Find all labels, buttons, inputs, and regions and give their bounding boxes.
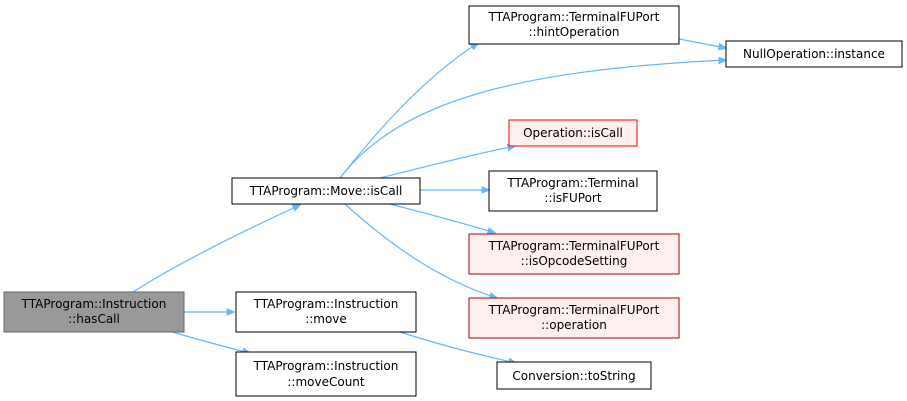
node-label-line-2: ::operation	[541, 318, 607, 332]
node-label-line-2: ::isFUPort	[544, 191, 601, 205]
node-label: Operation::isCall	[523, 126, 623, 140]
edge-iscall-to-null-instance	[339, 60, 726, 179]
edge-iscall-to-hint-operation	[339, 43, 478, 179]
node-label-line-1: TTAProgram::TerminalFUPort	[488, 239, 660, 253]
edge-iscall-to-is-opcode-setting	[389, 203, 495, 233]
edge-iscall-to-op-iscall	[379, 146, 515, 179]
node-conversion-tostring[interactable]: Conversion::toString	[496, 361, 652, 390]
edge-instr-move-to-to-string	[399, 331, 516, 363]
edge-hint-operation-to-null-instance	[678, 38, 726, 48]
node-operation-iscall[interactable]: Operation::isCall	[508, 119, 638, 147]
node-terminalfuport-operation[interactable]: TTAProgram::TerminalFUPort ::operation	[468, 297, 680, 339]
node-label-line-1: TTAProgram::Instruction	[253, 359, 399, 373]
node-terminal-isfuport[interactable]: TTAProgram::Terminal ::isFUPort	[488, 170, 658, 212]
node-move-iscall[interactable]: TTAProgram::Move::isCall	[231, 177, 421, 205]
node-terminalfuport-hintoperation[interactable]: TTAProgram::TerminalFUPort ::hintOperati…	[468, 5, 680, 45]
node-label: TTAProgram::Move::isCall	[249, 184, 403, 198]
node-label-line-1: TTAProgram::Instruction	[253, 297, 399, 311]
node-instruction-move[interactable]: TTAProgram::Instruction ::move	[235, 291, 417, 333]
node-label-line-1: TTAProgram::TerminalFUPort	[488, 303, 660, 317]
node-label-line-2: ::hintOperation	[528, 25, 619, 39]
node-terminalfuport-isopcodesetting[interactable]: TTAProgram::TerminalFUPort ::isOpcodeSet…	[468, 233, 680, 275]
node-instruction-hascall[interactable]: TTAProgram::Instruction ::hasCall	[3, 291, 185, 333]
node-label-line-1: TTAProgram::Instruction	[21, 297, 167, 311]
node-label-line-2: ::move	[305, 312, 347, 326]
node-instruction-movecount[interactable]: TTAProgram::Instruction ::moveCount	[235, 351, 417, 397]
edge-hascall-to-move-iscall	[132, 205, 300, 293]
node-label-line-1: TTAProgram::TerminalFUPort	[488, 10, 660, 24]
node-label: NullOperation::instance	[743, 47, 885, 61]
node-label-line-2: ::moveCount	[287, 375, 365, 389]
edge-hascall-to-instr-movecount	[171, 331, 250, 353]
node-label: Conversion::toString	[512, 369, 635, 383]
node-label-line-2: ::hasCall	[68, 312, 120, 326]
node-nulloperation-instance[interactable]: NullOperation::instance	[725, 40, 903, 68]
edge-iscall-to-tfu-operation	[344, 203, 497, 298]
node-label-line-1: TTAProgram::Terminal	[506, 176, 638, 190]
node-label-line-2: ::isOpcodeSetting	[521, 254, 628, 268]
